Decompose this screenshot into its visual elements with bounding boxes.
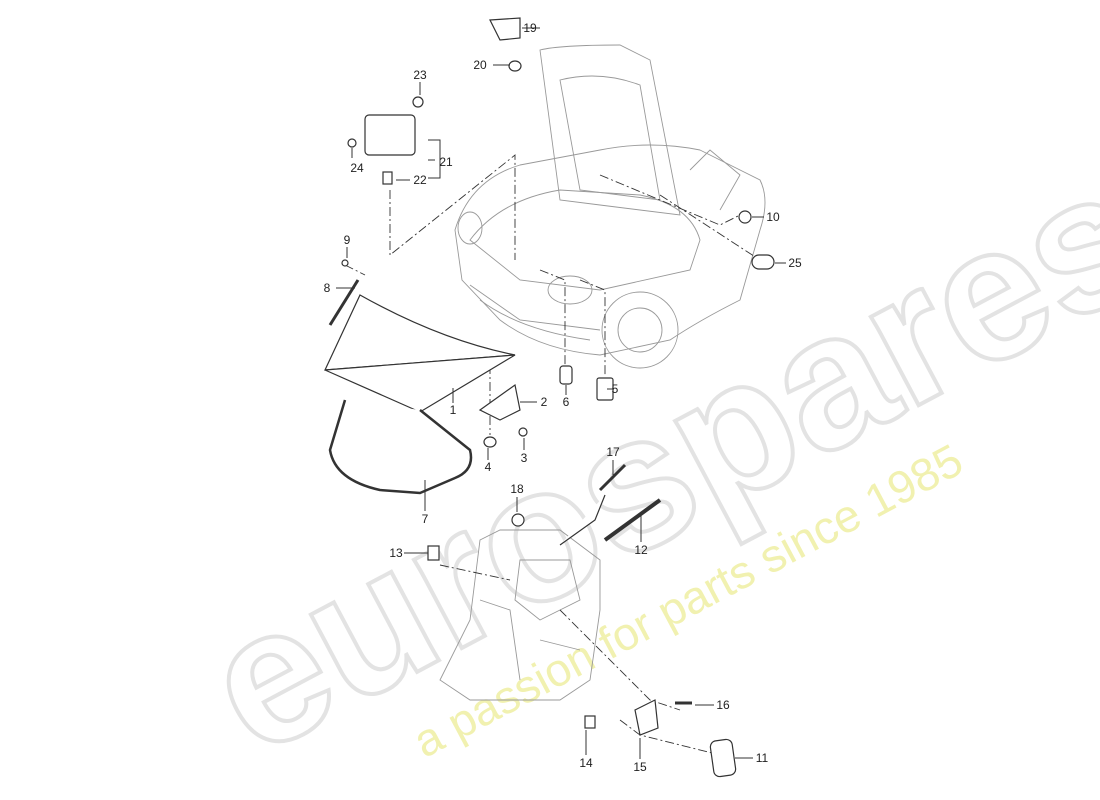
part-hinge — [478, 383, 521, 421]
parts — [324, 17, 775, 778]
callout-2: 2 — [541, 395, 548, 409]
callout-16: 16 — [716, 698, 730, 712]
callout-13: 13 — [389, 546, 403, 560]
callout-17: 17 — [606, 445, 620, 459]
callout-3: 3 — [521, 451, 528, 465]
callout-11: 11 — [756, 751, 769, 765]
callout-21: 21 — [439, 155, 453, 169]
callout-8: 8 — [324, 281, 331, 295]
callout-4: 4 — [485, 460, 492, 474]
callout-22: 22 — [413, 173, 427, 187]
callout-1: 1 — [450, 403, 457, 417]
callout-23: 23 — [413, 68, 427, 82]
callout-24: 24 — [350, 161, 364, 175]
part-seal — [328, 399, 473, 495]
callout-6: 6 — [563, 395, 570, 409]
watermark: eurospares a passion for parts since 198… — [172, 124, 1100, 796]
callout-7: 7 — [422, 512, 429, 526]
callout-15: 15 — [633, 760, 647, 774]
callout-5: 5 — [612, 382, 619, 396]
callout-12: 12 — [634, 543, 648, 557]
callout-9: 9 — [344, 233, 351, 247]
callout-10: 10 — [766, 210, 780, 224]
callout-20: 20 — [473, 58, 487, 72]
callout-25: 25 — [788, 256, 802, 270]
callout-labels: 1 2 3 4 5 6 7 8 9 10 11 12 13 14 15 16 1… — [324, 21, 802, 774]
car-illustration — [439, 44, 766, 701]
part-hood — [324, 294, 516, 371]
callout-18: 18 — [510, 482, 524, 496]
callout-19: 19 — [523, 21, 537, 35]
callout-leaders — [336, 27, 786, 759]
watermark-brand: eurospares — [174, 126, 1100, 794]
callout-14: 14 — [579, 756, 593, 770]
